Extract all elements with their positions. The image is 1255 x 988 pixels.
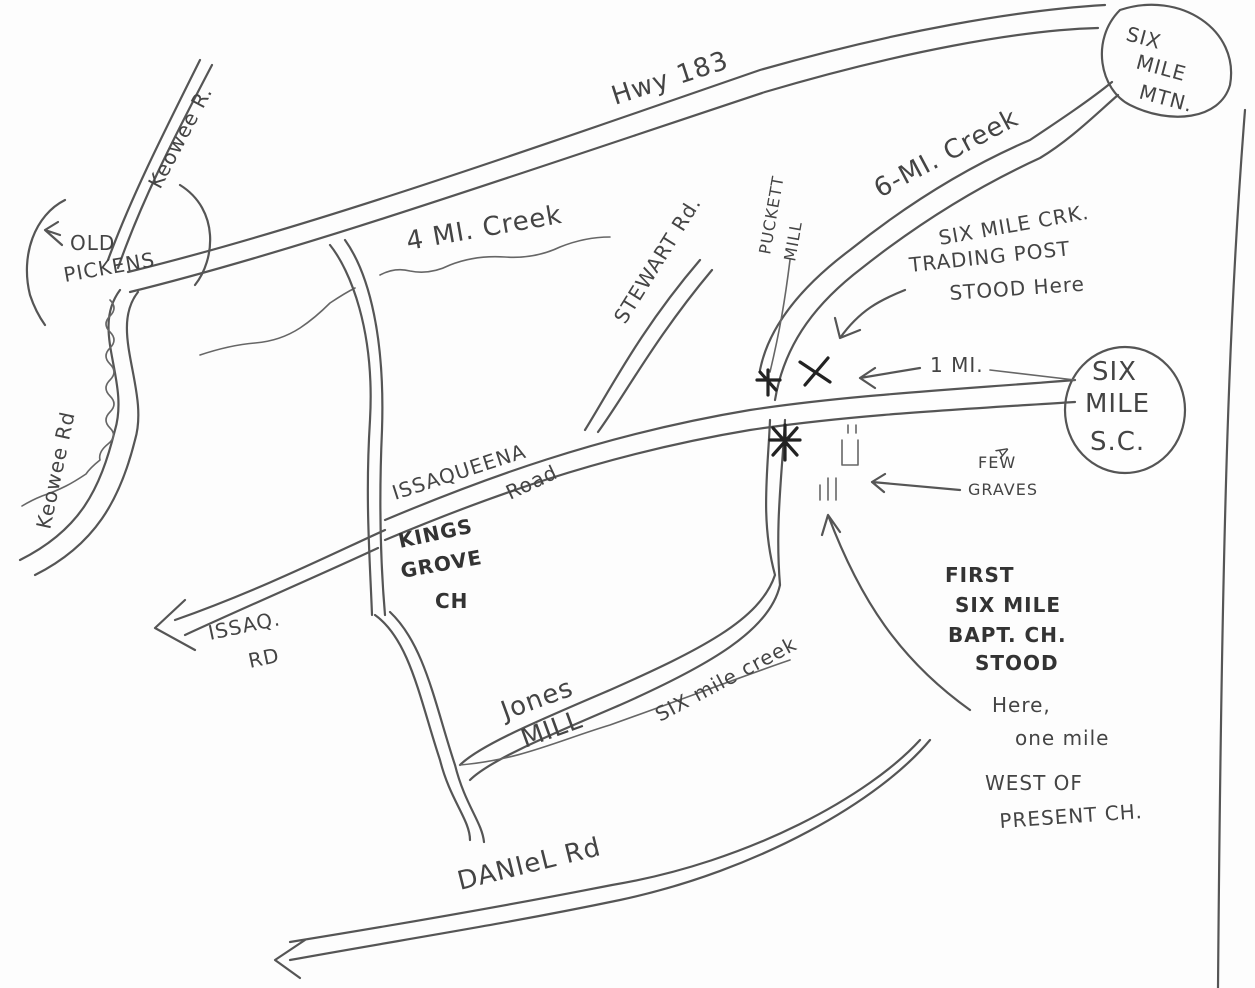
north-south-road	[328, 238, 387, 617]
trading-post-arrow	[833, 288, 907, 340]
paper-edge	[1216, 108, 1247, 988]
puckett-mill-cross-mark	[755, 368, 782, 397]
jones-mill-connector	[459, 659, 791, 766]
six-mile-sc-label-1: SIX	[1092, 357, 1137, 387]
trading-post-label-2: TRADING POST	[907, 236, 1071, 277]
keowee-river-top	[106, 58, 214, 270]
keowee-road-edge	[33, 290, 140, 577]
six-mile-mtn-label-1: SIX	[1124, 22, 1164, 54]
hwy-183-road	[126, 3, 1107, 274]
first-church-label-3: BAPT. CH.	[948, 623, 1067, 647]
issaq-road-arrow	[153, 598, 197, 652]
six-mile-sc-circle	[1063, 345, 1187, 475]
keowee-road-label: Keowee Rd	[31, 409, 79, 531]
stewart-road	[583, 258, 714, 434]
jones-mill-creek	[373, 610, 486, 844]
six-mile-creek-lower	[458, 418, 777, 767]
first-church-label-1: FIRST	[945, 563, 1015, 587]
six-mile-sc-label-3: S.C.	[1090, 427, 1145, 457]
keowee-river-wavy	[21, 299, 115, 507]
issaqueena-road-edge	[383, 400, 1077, 542]
four-mile-creek-lower	[199, 287, 356, 356]
issaq-road-label-2: RD	[246, 643, 282, 673]
old-pickens-loop	[25, 183, 212, 327]
few-graves-label-3: GRAVES	[968, 480, 1038, 499]
kings-grove-label-2: GROVE	[399, 545, 484, 583]
issaq-road-west	[173, 528, 387, 637]
kings-grove-label-3: CH	[435, 589, 468, 613]
six-mile-creek-upper	[758, 80, 1114, 372]
daniel-road-arrow	[273, 938, 307, 980]
six-mile-creek-lower-edge	[468, 418, 787, 782]
issaqueena-road	[383, 378, 1077, 522]
first-church-label-6: one mile	[1015, 726, 1109, 750]
hwy-183-road-edge	[128, 26, 1100, 294]
puckett-arrow	[769, 259, 791, 373]
trading-post-label-3: STOOD Here	[949, 272, 1086, 305]
daniel-road	[288, 738, 932, 962]
first-church-label-5: Here,	[992, 693, 1051, 717]
four-mile-creek-label: 4 MI. Creek	[404, 200, 565, 257]
four-mile-creek	[379, 236, 611, 276]
few-graves-label-2: FEW	[978, 453, 1016, 472]
stewart-road-label: STEWART Rd.	[609, 192, 706, 328]
old-pickens-label-1: OLD	[70, 231, 115, 255]
six-mile-mtn-circle	[1100, 3, 1233, 118]
six-mile-creek-upper-edge	[773, 93, 1120, 402]
grave-marks	[819, 424, 859, 501]
puckett-mill-label-2: MILL	[780, 220, 806, 263]
first-church-label-7: WEST OF	[985, 771, 1083, 795]
first-church-label-2: SIX MILE	[955, 593, 1061, 617]
one-mile-arrow	[858, 366, 922, 390]
old-pickens-arrow	[43, 220, 64, 247]
trading-post-x-mark	[798, 356, 832, 387]
graves-arrow	[870, 472, 962, 494]
one-mile-label: 1 MI.	[930, 353, 984, 377]
church-cross-mark	[768, 423, 802, 462]
issaq-road-label-1: ISSAQ.	[206, 606, 282, 645]
first-church-label-4: STOOD	[975, 651, 1059, 675]
one-mile-line	[989, 369, 1076, 381]
church-arrow	[820, 513, 972, 712]
daniel-road-label: DANIeL Rd	[454, 832, 604, 897]
six-mile-sc-label-2: MILE	[1085, 389, 1150, 419]
first-church-label-8: PRESENT CH.	[999, 799, 1144, 833]
